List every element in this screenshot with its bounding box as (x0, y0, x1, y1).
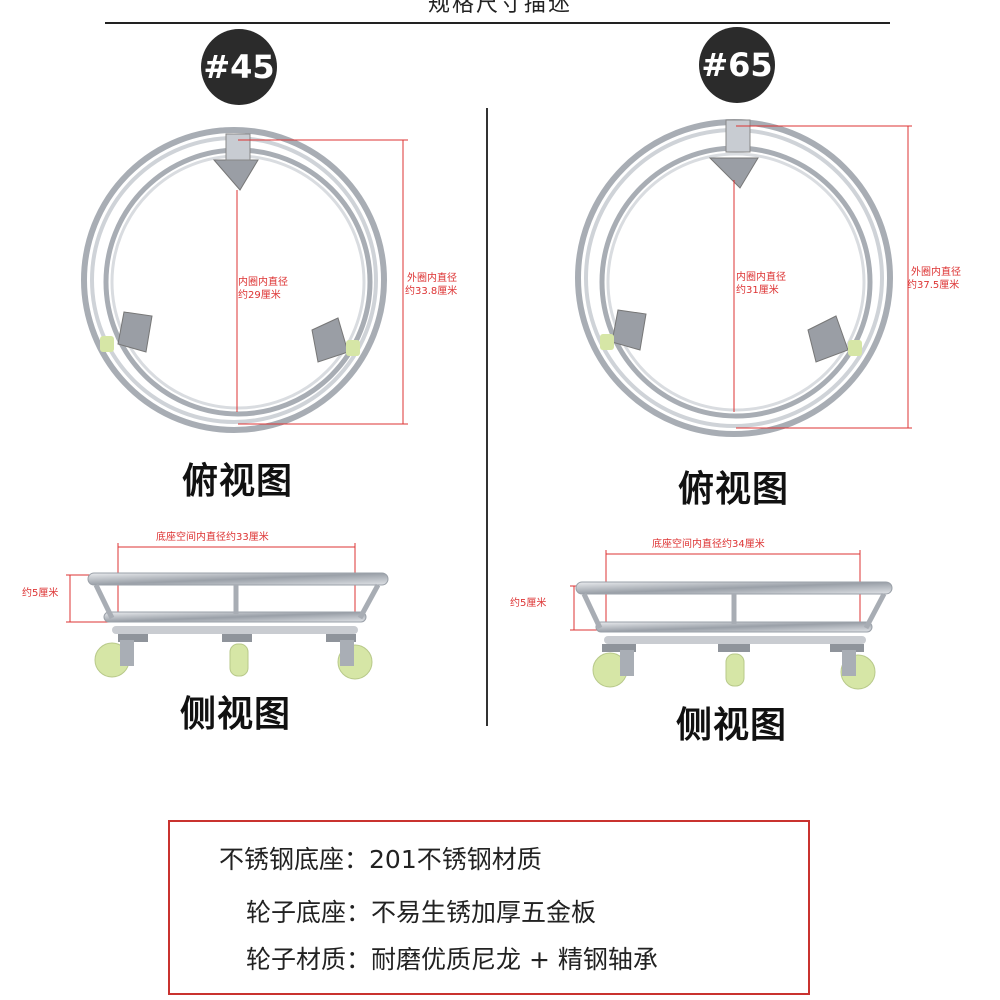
inner-diameter-name-45: 内圈内直径 (238, 277, 288, 288)
side-width-label-45: 底座空间内直径约33厘米 (156, 532, 269, 543)
top-view-label-45: 俯视图 (182, 461, 294, 502)
caster-plate-top-65 (708, 157, 759, 189)
inner-ring-edge-65 (606, 152, 866, 412)
caster-plate-left-65 (611, 309, 647, 351)
wheel-right-45 (346, 340, 360, 356)
spec-key-wheel-material: 轮子材质： (246, 945, 372, 974)
outer-diameter-name-65: 外圈内直径 (911, 267, 961, 278)
caster-plate-left-45 (117, 311, 153, 353)
spec-key-base: 不锈钢底座： (219, 845, 370, 874)
caster-mount-top-45 (225, 133, 251, 161)
spec-row-base: 不锈钢底座：201不锈钢材质 (219, 840, 542, 876)
wheel-left-65 (600, 334, 614, 350)
spec-row-wheel-material: 轮子材质：耐磨优质尼龙 + 精钢轴承 (246, 940, 658, 976)
side-view-label-45: 侧视图 (180, 694, 292, 735)
caster-wheel-center-45 (229, 643, 249, 677)
inner-diameter-label-45: 内圈内直径 约29厘米 (238, 276, 288, 302)
outer-diameter-value-45: 约33.8厘米 (405, 286, 458, 297)
caster-wheel-center-65 (725, 653, 745, 687)
outer-diameter-label-65: 外圈内直径 约37.5厘米 (907, 266, 961, 292)
outer-diameter-name-45: 外圈内直径 (407, 273, 457, 284)
inner-diameter-value-65: 约31厘米 (736, 285, 779, 296)
header-title: 规格尺寸描述 (427, 0, 572, 17)
wheel-right-65 (848, 340, 862, 356)
spec-value-base: 201不锈钢材质 (369, 845, 542, 874)
outer-diameter-label-45: 外圈内直径 约33.8厘米 (405, 272, 457, 298)
inner-diameter-name-65: 内圈内直径 (736, 272, 786, 283)
spec-key-wheel-base: 轮子底座： (246, 898, 372, 927)
spec-row-wheel-base: 轮子底座：不易生锈加厚五金板 (246, 893, 596, 929)
wheel-left-45 (100, 336, 114, 352)
side-width-label-65: 底座空间内直径约34厘米 (652, 539, 765, 550)
bottom-rail-lower-45 (112, 626, 358, 634)
inner-diameter-value-45: 约29厘米 (238, 290, 281, 301)
size-badge-45: #45 (201, 29, 277, 105)
header-rule (105, 22, 890, 24)
bottom-rail-lower-65 (604, 636, 866, 644)
inner-diameter-label-65: 内圈内直径 约31厘米 (736, 271, 786, 297)
outer-diameter-value-65: 约37.5厘米 (907, 280, 960, 291)
side-height-label-65: 约5厘米 (510, 598, 547, 609)
top-view-label-65: 俯视图 (678, 469, 790, 510)
center-divider (486, 108, 488, 726)
size-badge-65: #65 (699, 27, 775, 103)
top-rail-65 (575, 581, 893, 595)
caster-mount-top-65 (725, 119, 751, 153)
outer-ring-45 (81, 127, 387, 433)
spec-value-wheel-material: 耐磨优质尼龙 + 精钢轴承 (371, 945, 658, 974)
side-height-label-45: 约5厘米 (22, 588, 59, 599)
spec-value-wheel-base: 不易生锈加厚五金板 (371, 898, 597, 927)
side-view-label-65: 侧视图 (676, 705, 788, 746)
spec-box (168, 820, 810, 995)
